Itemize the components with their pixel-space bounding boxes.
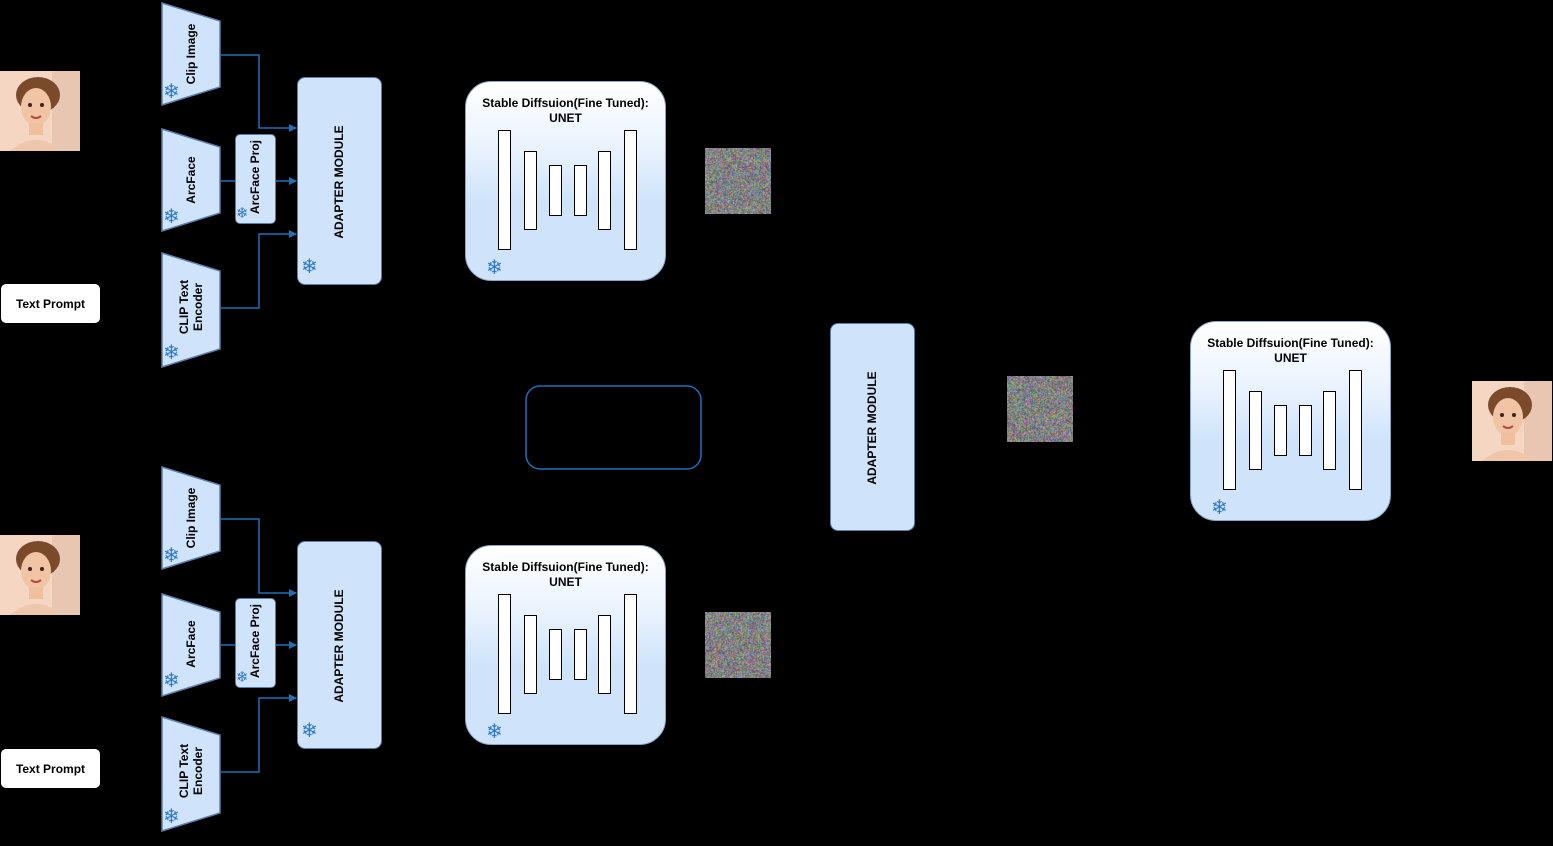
unet-block: [498, 130, 511, 250]
snowflake-icon: ❄: [486, 719, 503, 743]
unet-title-line2: UNET: [1274, 351, 1307, 365]
snowflake-icon: ❄: [236, 204, 249, 222]
text-prompt-top: Text Prompt: [1, 284, 100, 323]
clip-text-label-bottom: CLIP Text Encoder: [177, 743, 205, 799]
snowflake-icon: ❄: [163, 204, 180, 228]
clip-text-encoder-bottom: [161, 716, 221, 832]
unet-block: [1274, 405, 1287, 456]
face-icon: [1472, 381, 1552, 461]
unet-block: [524, 151, 537, 230]
unet-title-line1: Stable Diffsuion(Fine Tuned):: [1207, 336, 1374, 350]
unet-title-line2: UNET: [549, 575, 582, 589]
snowflake-icon: ❄: [301, 718, 318, 742]
clip-image-label-top: Clip Image: [184, 23, 198, 85]
adapter-label-center: ADAPTER MODULE: [865, 371, 879, 485]
unet-block: [1223, 370, 1236, 490]
arrow-clip-image-to-adapter-top: [221, 54, 297, 132]
arcface-label-bottom: ArcFace: [184, 620, 198, 668]
adapter-label-bottom: ADAPTER MODULE: [332, 589, 346, 703]
clip-text-label-top: CLIP Text Encoder: [177, 279, 205, 335]
snowflake-icon: ❄: [301, 254, 318, 278]
adapter-module-bottom: [297, 541, 382, 749]
adapter-label-top: ADAPTER MODULE: [332, 125, 346, 239]
unet-block: [1249, 391, 1262, 470]
snowflake-icon: ❄: [163, 668, 180, 692]
snowflake-icon: ❄: [163, 79, 180, 103]
face-photo-output: [1472, 381, 1552, 461]
arrow-clip-image-to-adapter-bottom: [221, 518, 297, 597]
arcface-label-top: ArcFace: [184, 156, 198, 204]
unet-right: Stable Diffsuion(Fine Tuned): UNET ❄: [1190, 321, 1391, 521]
clip-image-encoder-bottom: [161, 466, 221, 570]
arcface-encoder-bottom: [161, 593, 221, 697]
arcface-proj-bottom: [235, 598, 276, 688]
arrow-clip-text-to-adapter-top: [221, 230, 297, 309]
face-photo-bottom: [0, 535, 80, 615]
snowflake-icon: ❄: [163, 804, 180, 828]
unet-bottom: Stable Diffsuion(Fine Tuned): UNET ❄: [465, 545, 666, 745]
unet-block: [598, 615, 611, 694]
unet-block: [598, 151, 611, 230]
unet-block: [498, 594, 511, 714]
noise-latent-center: [1007, 376, 1073, 442]
snowflake-icon: ❄: [486, 255, 503, 279]
unet-block: [1299, 405, 1312, 456]
face-photo-top: [0, 71, 80, 151]
unet-block: [549, 165, 562, 216]
unet-title-line1: Stable Diffsuion(Fine Tuned):: [482, 96, 649, 110]
unet-title-line2: UNET: [549, 111, 582, 125]
snowflake-icon: ❄: [236, 668, 249, 686]
face-icon: [0, 71, 80, 151]
clip-image-encoder-top: [161, 2, 221, 106]
unet-block: [1323, 391, 1336, 470]
empty-box: [525, 385, 702, 470]
unet-block: [549, 629, 562, 680]
unet-block: [624, 594, 637, 714]
arcface-encoder-top: [161, 128, 221, 232]
unet-block: [1349, 370, 1362, 490]
noise-latent-bottom: [705, 612, 771, 678]
unet-top: Stable Diffsuion(Fine Tuned): UNET ❄: [465, 81, 666, 281]
arrow-clip-text-to-adapter-bottom: [221, 694, 297, 773]
face-icon: [0, 535, 80, 615]
snowflake-icon: ❄: [1211, 495, 1228, 519]
unet-block: [524, 615, 537, 694]
unet-block: [624, 130, 637, 250]
clip-text-encoder-top: [161, 252, 221, 368]
text-prompt-bottom: Text Prompt: [1, 749, 100, 788]
snowflake-icon: ❄: [163, 340, 180, 364]
clip-image-label-bottom: Clip Image: [184, 487, 198, 549]
arcface-proj-label-bottom: ArcFace Proj: [248, 603, 262, 679]
adapter-module-center: [830, 323, 915, 531]
snowflake-icon: ❄: [163, 543, 180, 567]
unet-block: [574, 629, 587, 680]
adapter-module-top: [297, 77, 382, 285]
unet-title-line1: Stable Diffsuion(Fine Tuned):: [482, 560, 649, 574]
arcface-proj-top: [235, 134, 276, 224]
noise-latent-top: [705, 148, 771, 214]
arcface-proj-label-top: ArcFace Proj: [248, 139, 262, 215]
unet-block: [574, 165, 587, 216]
